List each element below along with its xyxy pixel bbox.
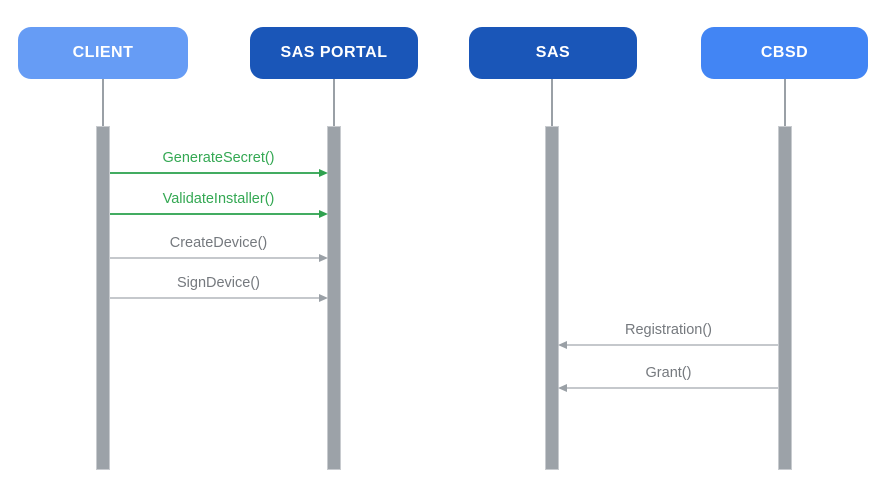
actor-label-sas-portal: SAS PORTAL [280,44,388,61]
actor-box-sas-portal: SAS PORTAL [250,27,418,79]
arrowhead-right-icon [319,294,328,302]
message-grant: Grant() [558,363,778,392]
actor-label-sas: SAS [535,44,571,61]
activation-bar-sas [545,126,559,470]
actor-label-client: CLIENT [72,44,134,61]
lifeline-cbsd [784,79,786,126]
activation-bar-client [96,126,110,470]
lifeline-client [102,79,104,126]
message-line [564,387,778,389]
message-line [564,344,778,346]
arrowhead-right-icon [319,254,328,262]
actor-box-sas: SAS [469,27,637,79]
message-label: ValidateInstaller() [162,191,275,207]
actor-box-cbsd: CBSD [701,27,868,79]
message-line [110,257,322,259]
message-label: CreateDevice() [169,235,268,251]
arrowhead-left-icon [558,384,567,392]
message-registration: Registration() [558,320,778,349]
message-generate-secret: GenerateSecret() [110,148,328,177]
message-validate-installer: ValidateInstaller() [110,189,328,218]
actor-box-client: CLIENT [18,27,188,79]
message-line [110,172,322,174]
message-create-device: CreateDevice() [110,233,328,262]
message-sign-device: SignDevice() [110,273,328,302]
activation-bar-sas-portal [327,126,341,470]
arrowhead-left-icon [558,341,567,349]
actor-label-cbsd: CBSD [760,44,809,61]
arrowhead-right-icon [319,210,328,218]
lifeline-sas-portal [333,79,335,126]
arrowhead-right-icon [319,169,328,177]
message-label: Registration() [624,322,713,338]
message-line [110,297,322,299]
message-label: GenerateSecret() [162,150,275,166]
message-label: Grant() [645,365,692,381]
lifeline-sas [551,79,553,126]
message-label: SignDevice() [177,275,260,291]
message-line [110,213,322,215]
activation-bar-cbsd [778,126,792,470]
